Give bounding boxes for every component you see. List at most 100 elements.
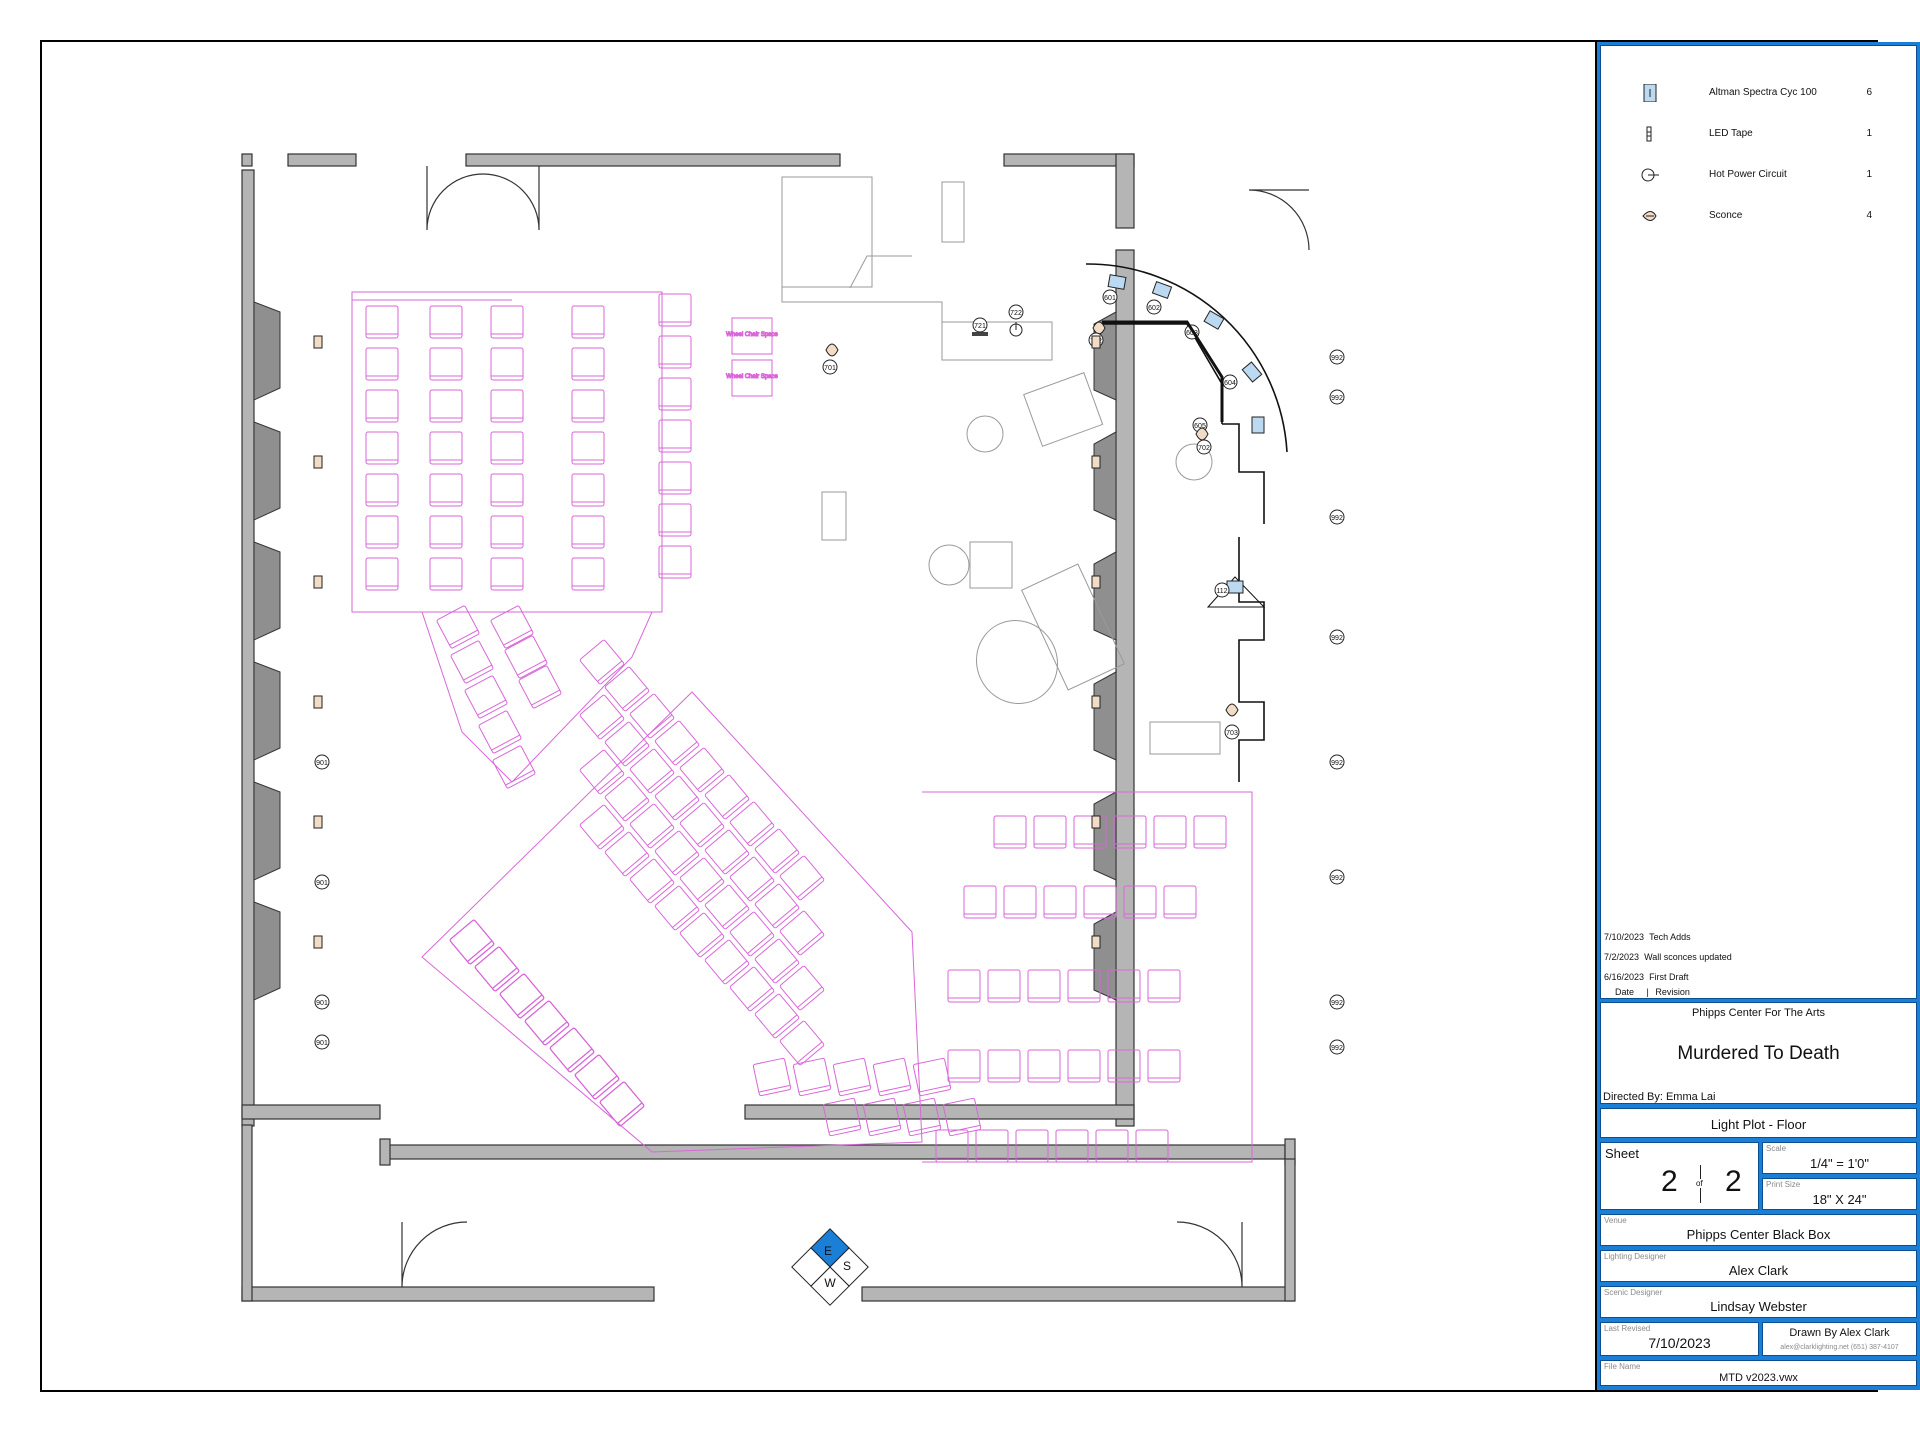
- seat-body: [579, 749, 625, 795]
- seat-body: [365, 305, 399, 339]
- seat-body: [490, 305, 524, 339]
- file-name-box: File Name MTD v2023.vwx: [1600, 1360, 1917, 1386]
- pilaster-left: [253, 901, 281, 1001]
- seat: [679, 912, 725, 958]
- seat-body: [1083, 885, 1117, 919]
- pilaster-left: [253, 541, 281, 641]
- fixture-901b: 901: [316, 1040, 328, 1047]
- seat-body: [987, 969, 1021, 1003]
- seat-body: [429, 515, 463, 549]
- stair-rail: [849, 255, 912, 289]
- contact-info: alex@clarklighting.net (651) 387-4107: [1780, 1344, 1899, 1351]
- seat: [912, 1057, 952, 1097]
- show-title: Murdered To Death: [1677, 1043, 1840, 1064]
- fixture-tag: [1196, 439, 1212, 455]
- sconce-icon: [313, 455, 323, 469]
- seat: [599, 1081, 645, 1127]
- seat: [654, 830, 700, 876]
- last-revised-box: Last Revised 7/10/2023: [1600, 1322, 1759, 1356]
- seat: [1083, 885, 1117, 919]
- cyc-light: [1151, 280, 1173, 300]
- seat: [1113, 815, 1147, 849]
- legend-count: 1: [1866, 128, 1872, 139]
- seat: [365, 347, 399, 381]
- seat: [987, 1049, 1021, 1083]
- seat-body: [571, 389, 605, 423]
- fixture-tag: [1329, 389, 1345, 405]
- seat-body: [490, 515, 524, 549]
- fixture-901: 901: [316, 1000, 328, 1007]
- seat-body: [1193, 815, 1227, 849]
- seat-body: [490, 557, 524, 591]
- legend-name: Sconce: [1709, 210, 1743, 221]
- seat-body: [571, 557, 605, 591]
- seat: [654, 720, 700, 766]
- seat-body: [654, 775, 700, 821]
- fixture-602: 602: [1148, 305, 1160, 312]
- revision-date: 6/16/2023: [1604, 972, 1645, 982]
- seat-back: [878, 1084, 911, 1093]
- seat-body: [599, 1081, 645, 1127]
- legend-name: Altman Spectra Cyc 100: [1709, 87, 1817, 98]
- seat-body: [729, 801, 775, 847]
- seat: [658, 335, 692, 369]
- flat-wall: [1238, 537, 1265, 782]
- seat: [658, 461, 692, 495]
- seat: [779, 855, 825, 901]
- seat-body: [942, 1097, 982, 1137]
- seat: [490, 515, 524, 549]
- seat-back: [449, 629, 478, 646]
- file-name-value: MTD v2023.vwx: [1719, 1372, 1798, 1384]
- seat: [752, 1057, 792, 1097]
- seat-body: [729, 966, 775, 1012]
- seat: [571, 305, 605, 339]
- seat: [792, 1057, 832, 1097]
- seat: [947, 969, 981, 1003]
- fixture-tag: [1146, 299, 1162, 315]
- seat: [429, 557, 463, 591]
- seat-back: [517, 994, 543, 1016]
- fixture-901: 901: [316, 760, 328, 767]
- seat-body: [729, 911, 775, 957]
- seat: [365, 431, 399, 465]
- seat-back: [722, 795, 748, 817]
- seat: [490, 347, 524, 381]
- fixture-992b: 992: [1331, 1045, 1343, 1052]
- seat-back: [697, 768, 723, 790]
- seat-body: [478, 710, 522, 754]
- seat: [1147, 969, 1181, 1003]
- side-table: [966, 415, 1004, 453]
- seat: [571, 557, 605, 591]
- led-tape-icon: [1637, 125, 1661, 143]
- seat: [729, 856, 775, 902]
- legend-name: Hot Power Circuit: [1709, 169, 1787, 180]
- seat-body: [429, 389, 463, 423]
- seat: [436, 605, 480, 649]
- fixture-tag: [1329, 869, 1345, 885]
- drawn-by-box: Drawn By Alex Clark alex@clarklighting.n…: [1762, 1322, 1917, 1356]
- seat: [1027, 969, 1061, 1003]
- seat: [365, 557, 399, 591]
- seat-body: [574, 1054, 620, 1100]
- seat-body: [429, 347, 463, 381]
- seat-back: [772, 904, 798, 926]
- cyc-light: [1251, 416, 1265, 434]
- seat-body: [1067, 1049, 1101, 1083]
- seat-body: [872, 1057, 912, 1097]
- fixture-tag: [314, 754, 330, 770]
- print-size-label: Print Size: [1766, 1180, 1801, 1189]
- seat: [729, 801, 775, 847]
- seat: [490, 605, 534, 649]
- seat-back: [722, 905, 748, 927]
- seat: [629, 803, 675, 849]
- seat-back: [908, 1124, 941, 1133]
- seat: [1073, 815, 1107, 849]
- seat: [474, 946, 520, 992]
- revision-date: 7/10/2023: [1604, 932, 1645, 942]
- seat: [604, 666, 650, 712]
- seat-back: [622, 797, 648, 819]
- scale-value: 1/4" = 1'0": [1809, 1156, 1870, 1171]
- lighting-designer-box: Lighting Designer Alex Clark: [1600, 1250, 1917, 1282]
